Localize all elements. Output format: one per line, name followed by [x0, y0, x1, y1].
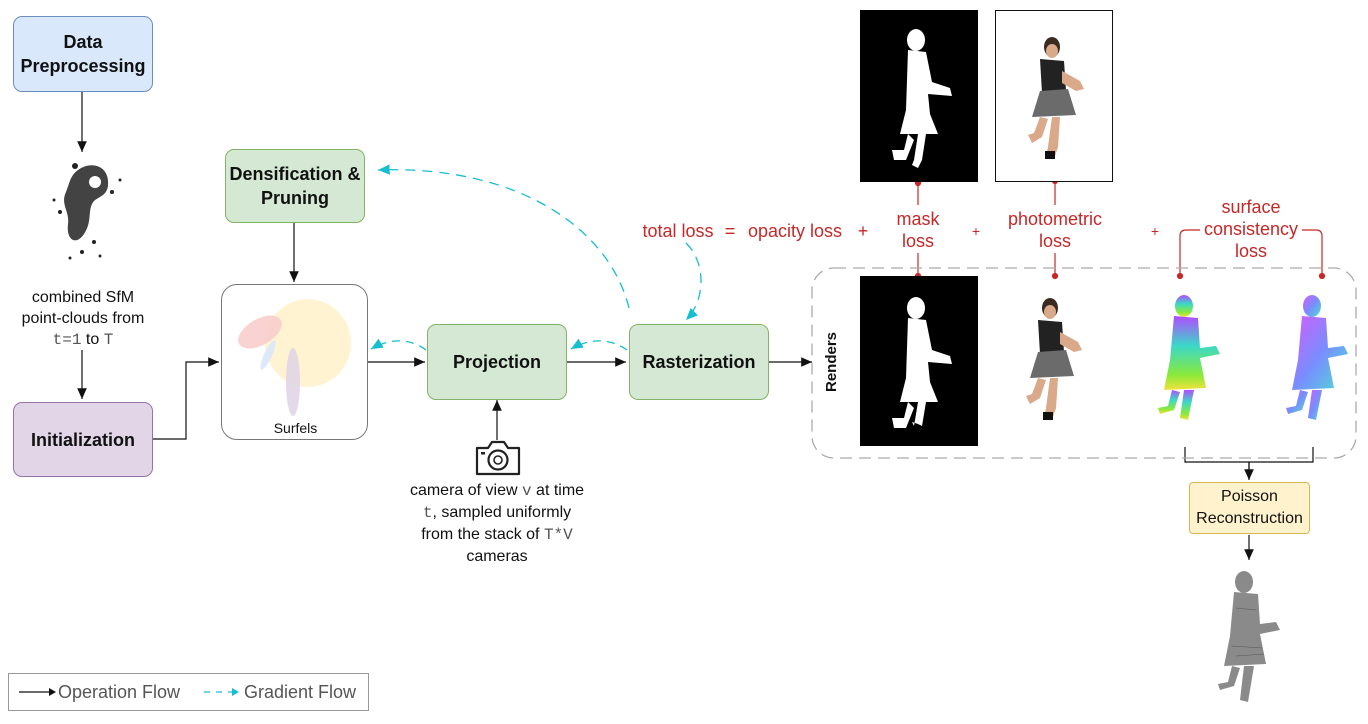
gt-mask-image [860, 10, 978, 182]
camera-icon [475, 440, 521, 476]
mask-loss-label: mask loss [896, 209, 940, 251]
sfm-caption: combined SfM point-clouds from t=1 to T [21, 289, 145, 349]
render-mask-image [860, 276, 978, 446]
gt-mask-silhouette [892, 29, 952, 168]
grad-projection-to-surfels [370, 338, 427, 351]
plus-sign-2: + [971, 223, 981, 239]
render-rgb-figure [1026, 298, 1082, 420]
total-loss-label: total loss [642, 221, 714, 241]
gradient-flow-arrow-icon [204, 688, 239, 696]
surfels-box: Surfels [221, 284, 368, 440]
photometric-loss-label: photometric loss [1007, 209, 1103, 251]
grad-loss-to-raster [685, 242, 702, 321]
poisson-reconstruction-box: Poisson Reconstruction [1189, 482, 1310, 534]
sfm-point-cloud-image [52, 163, 122, 260]
opacity-loss-label: opacity loss [747, 221, 843, 241]
grad-raster-to-densify [377, 164, 630, 309]
legend-gradient-label: Gradient Flow [244, 682, 357, 702]
renders-panel [811, 267, 1357, 459]
gt-rgb-image [995, 10, 1113, 182]
surface-consistency-loss-label: surface consistency loss [1203, 197, 1299, 261]
projection-box: Projection [427, 324, 567, 400]
gt-person-figure [1028, 37, 1084, 159]
renders-label: Renders [823, 331, 840, 393]
densification-pruning-box: Densification & Pruning [225, 149, 365, 223]
plus-sign-3: + [1150, 223, 1160, 239]
reconstructed-mesh-figure [1218, 571, 1280, 702]
equals-sign: = [724, 221, 736, 241]
initialization-box: Initialization [13, 402, 153, 477]
render-normal-figure-1 [1158, 295, 1220, 420]
surfels-illustration [238, 299, 351, 416]
legend: Operation Flow Gradient Flow [8, 673, 369, 711]
legend-operation-label: Operation Flow [58, 682, 181, 702]
operation-flow-arrow-icon [19, 688, 56, 696]
plus-sign-1: + [857, 221, 869, 241]
surfels-label: Surfels [273, 420, 318, 436]
render-mask-silhouette [892, 297, 952, 428]
camera-caption: camera of view v at time t, sampled unif… [409, 482, 585, 565]
grad-raster-to-projection [570, 338, 628, 351]
arrow-init-to-surfels [153, 357, 219, 440]
render-normal-figure-2 [1286, 295, 1348, 420]
data-preprocessing-box: Data Preprocessing [13, 16, 153, 92]
rasterization-box: Rasterization [629, 324, 769, 400]
